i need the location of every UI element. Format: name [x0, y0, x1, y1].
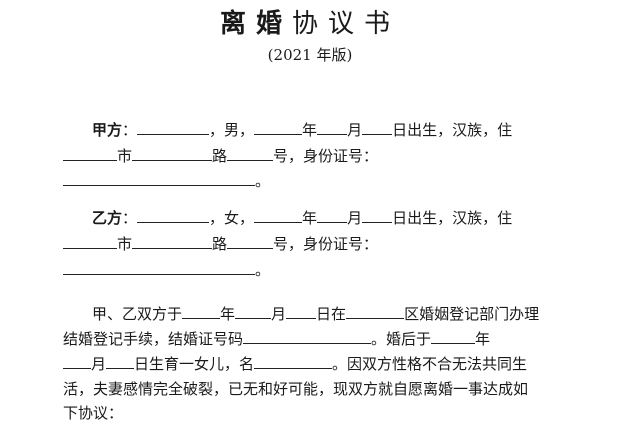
road-text: 路	[212, 235, 228, 253]
city-text: 市	[117, 147, 133, 165]
body-text: 。因双方性格不合无法共同生	[332, 355, 528, 373]
id-text: 号，身份证号：	[273, 147, 379, 165]
year-text: 年	[302, 121, 318, 139]
party-b-line-2: 市 路 号，身份证号：	[63, 233, 378, 255]
month-text: 月	[347, 121, 363, 139]
blank-name	[137, 208, 210, 223]
body-text: 日生育一女儿，名	[134, 355, 255, 373]
blank-district	[346, 304, 405, 319]
blank-birth-day	[362, 208, 393, 223]
party-b-label: 乙方	[92, 209, 123, 227]
body-line-4: 活，夫妻感情完全破裂，已无和好可能，现双方就自愿离婚一事达成如	[63, 380, 529, 398]
blank-id-number	[63, 171, 255, 186]
blank-number	[227, 234, 274, 249]
blank-road	[132, 146, 213, 161]
period: 。	[255, 261, 271, 279]
road-text: 路	[212, 147, 228, 165]
title-rest-part: 协议书	[292, 9, 401, 39]
blank-city	[63, 146, 117, 161]
month-text: 月	[347, 209, 363, 227]
body-text: 月	[91, 355, 107, 373]
blank-number	[227, 146, 274, 161]
party-a-line-1: 甲方： ，男， 年 月 日出生，汉族，住	[92, 119, 512, 141]
blank-birth-year-child	[431, 329, 476, 344]
body-text: 年	[475, 330, 491, 348]
party-a-line-2: 市 路 号，身份证号：	[63, 145, 378, 167]
blank-child-day	[106, 354, 135, 369]
body-line-2: 结婚登记手续，结婚证号码 。婚后于 年	[63, 328, 490, 350]
blank-city	[63, 234, 117, 249]
party-a-label: 甲方	[92, 121, 123, 139]
blank-child-name	[254, 354, 333, 369]
blank-id-number	[63, 260, 255, 275]
title-bold-part: 离婚	[219, 9, 292, 39]
party-b-line-3: 。	[63, 259, 270, 281]
body-line-1: 甲、乙双方于 年 月 日在 区婚姻登记部门办理	[92, 303, 539, 325]
gender-text: ，女，	[209, 209, 255, 227]
body-line-3: 月 日生育一女儿，名 。因双方性格不合无法共同生	[63, 353, 527, 375]
blank-birth-year	[254, 120, 303, 135]
body-text: 区婚姻登记部门办理	[404, 305, 540, 323]
blank-birth-month	[317, 120, 348, 135]
body-text: 年	[220, 305, 236, 323]
document-title: 离婚协议书	[0, 6, 620, 42]
year-text: 年	[302, 209, 318, 227]
blank-marriage-month	[235, 304, 272, 319]
city-text: 市	[117, 235, 133, 253]
blank-child-month	[63, 354, 91, 369]
party-b-line-1: 乙方： ，女， 年 月 日出生，汉族，住	[92, 207, 512, 229]
blank-road	[132, 234, 213, 249]
blank-birth-day	[362, 120, 393, 135]
blank-marriage-day	[286, 304, 317, 319]
body-line-5: 下协议：	[63, 404, 124, 422]
blank-birth-year	[254, 208, 303, 223]
blank-name	[137, 120, 210, 135]
colon: ：	[122, 209, 138, 227]
colon: ：	[122, 121, 138, 139]
body-text: 。婚后于	[371, 330, 432, 348]
body-text: 月	[271, 305, 287, 323]
party-a-line-3: 。	[63, 170, 270, 192]
blank-birth-month	[317, 208, 348, 223]
body-text: 甲、乙双方于	[92, 305, 183, 323]
body-text: 结婚登记手续，结婚证号码	[63, 330, 244, 348]
birth-text: 日出生，汉族，住	[392, 121, 513, 139]
birth-text: 日出生，汉族，住	[392, 209, 513, 227]
edition-label: (2021 年版)	[267, 46, 353, 64]
gender-text: ，男，	[209, 121, 255, 139]
id-text: 号，身份证号：	[273, 235, 379, 253]
blank-certificate-number	[243, 329, 372, 344]
blank-marriage-year	[182, 304, 221, 319]
body-text: 日在	[316, 305, 347, 323]
period: 。	[255, 172, 271, 190]
